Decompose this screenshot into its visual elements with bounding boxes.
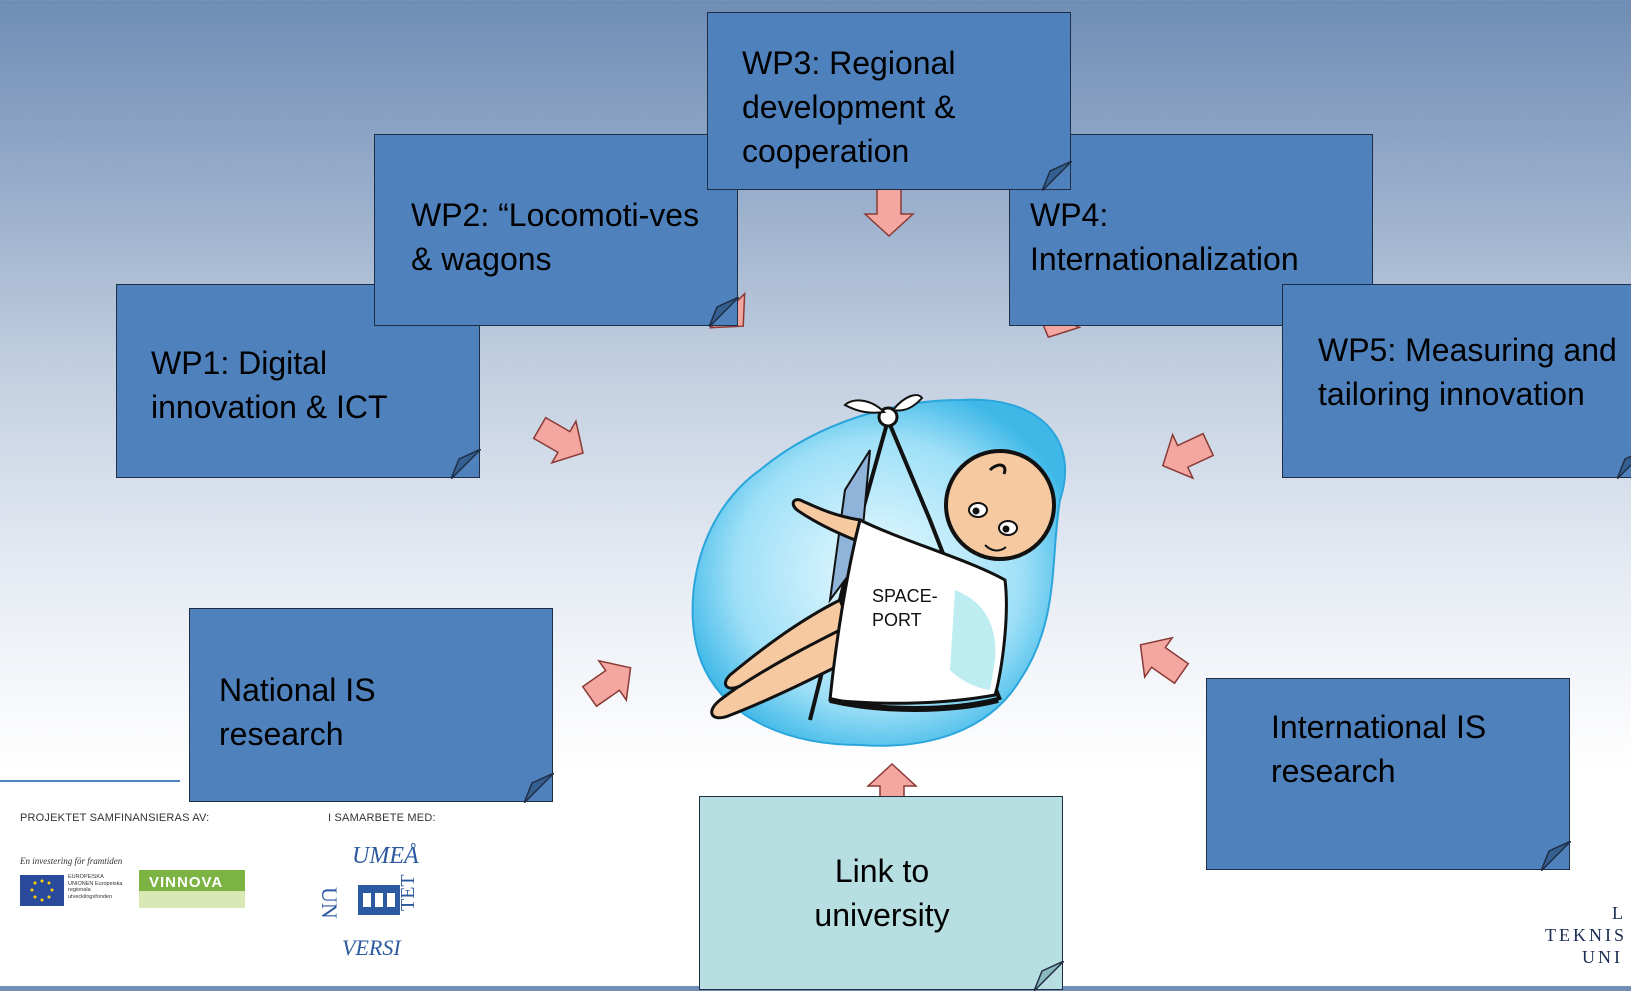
box-wp1-text: WP1: Digital innovation & ICT (151, 345, 388, 425)
footer-divider (0, 780, 180, 782)
vinnova-logo: VINNOVA (139, 870, 245, 908)
fold-corner (1541, 841, 1571, 871)
cooperation-label: I SAMARBETE MED: (328, 812, 436, 824)
fold-corner (1042, 161, 1072, 191)
spaceport-label-line1: SPACE- (872, 586, 938, 606)
box-wp4-text: WP4: Internationalization (1030, 197, 1299, 277)
umea-university-seal: UMEÅ UN TET VERSI (317, 843, 419, 960)
vinnova-logo-text: VINNOVA (149, 874, 224, 891)
fold-corner (1617, 449, 1631, 479)
box-international-is-research: International IS research (1206, 678, 1571, 871)
eu-text: EUROPEISKA UNIONEN Europeiska regionala … (68, 874, 123, 900)
fold-corner (524, 773, 554, 803)
box-wp5-text: WP5: Measuring and tailoring innovation (1318, 332, 1617, 412)
box-link-text: Link to university (814, 853, 950, 933)
box-national-text: National IS research (219, 672, 376, 752)
fold-corner (709, 297, 739, 327)
box-link-to-university: Link to university (699, 796, 1064, 991)
umea-seal-bottom: VERSI (342, 935, 402, 960)
box-wp3-text: WP3: Regional development & cooperation (742, 45, 956, 169)
box-national-is-research: National IS research (189, 608, 554, 803)
ltu-logo-line2: TEKNIS (1545, 925, 1627, 945)
cofinanced-label: PROJEKTET SAMFINANSIERAS AV: (20, 812, 210, 824)
ltu-logo-line3: UNI (1582, 947, 1623, 967)
box-wp2: WP2: “Locomoti-ves & wagons (374, 134, 739, 327)
umea-seal-left: UN (317, 887, 342, 919)
ltu-logo-line1: L (1612, 903, 1626, 923)
spaceport-label: SPACE- PORT (872, 584, 938, 632)
spaceport-label-line2: PORT (872, 610, 922, 630)
fold-corner (451, 449, 481, 479)
eu-tagline: En investering för framtiden (20, 856, 123, 866)
umea-seal-right: TET (397, 874, 419, 911)
box-wp3: WP3: Regional development & cooperation (707, 12, 1072, 191)
box-wp1: WP1: Digital innovation & ICT (116, 284, 481, 479)
umea-seal-top: UMEÅ (352, 843, 419, 869)
box-international-text: International IS research (1271, 709, 1487, 789)
box-wp2-text: WP2: “Locomoti-ves & wagons (411, 197, 700, 277)
box-wp5: WP5: Measuring and tailoring innovation (1282, 284, 1631, 479)
eu-flag-logo (20, 875, 64, 906)
fold-corner (1034, 961, 1064, 991)
